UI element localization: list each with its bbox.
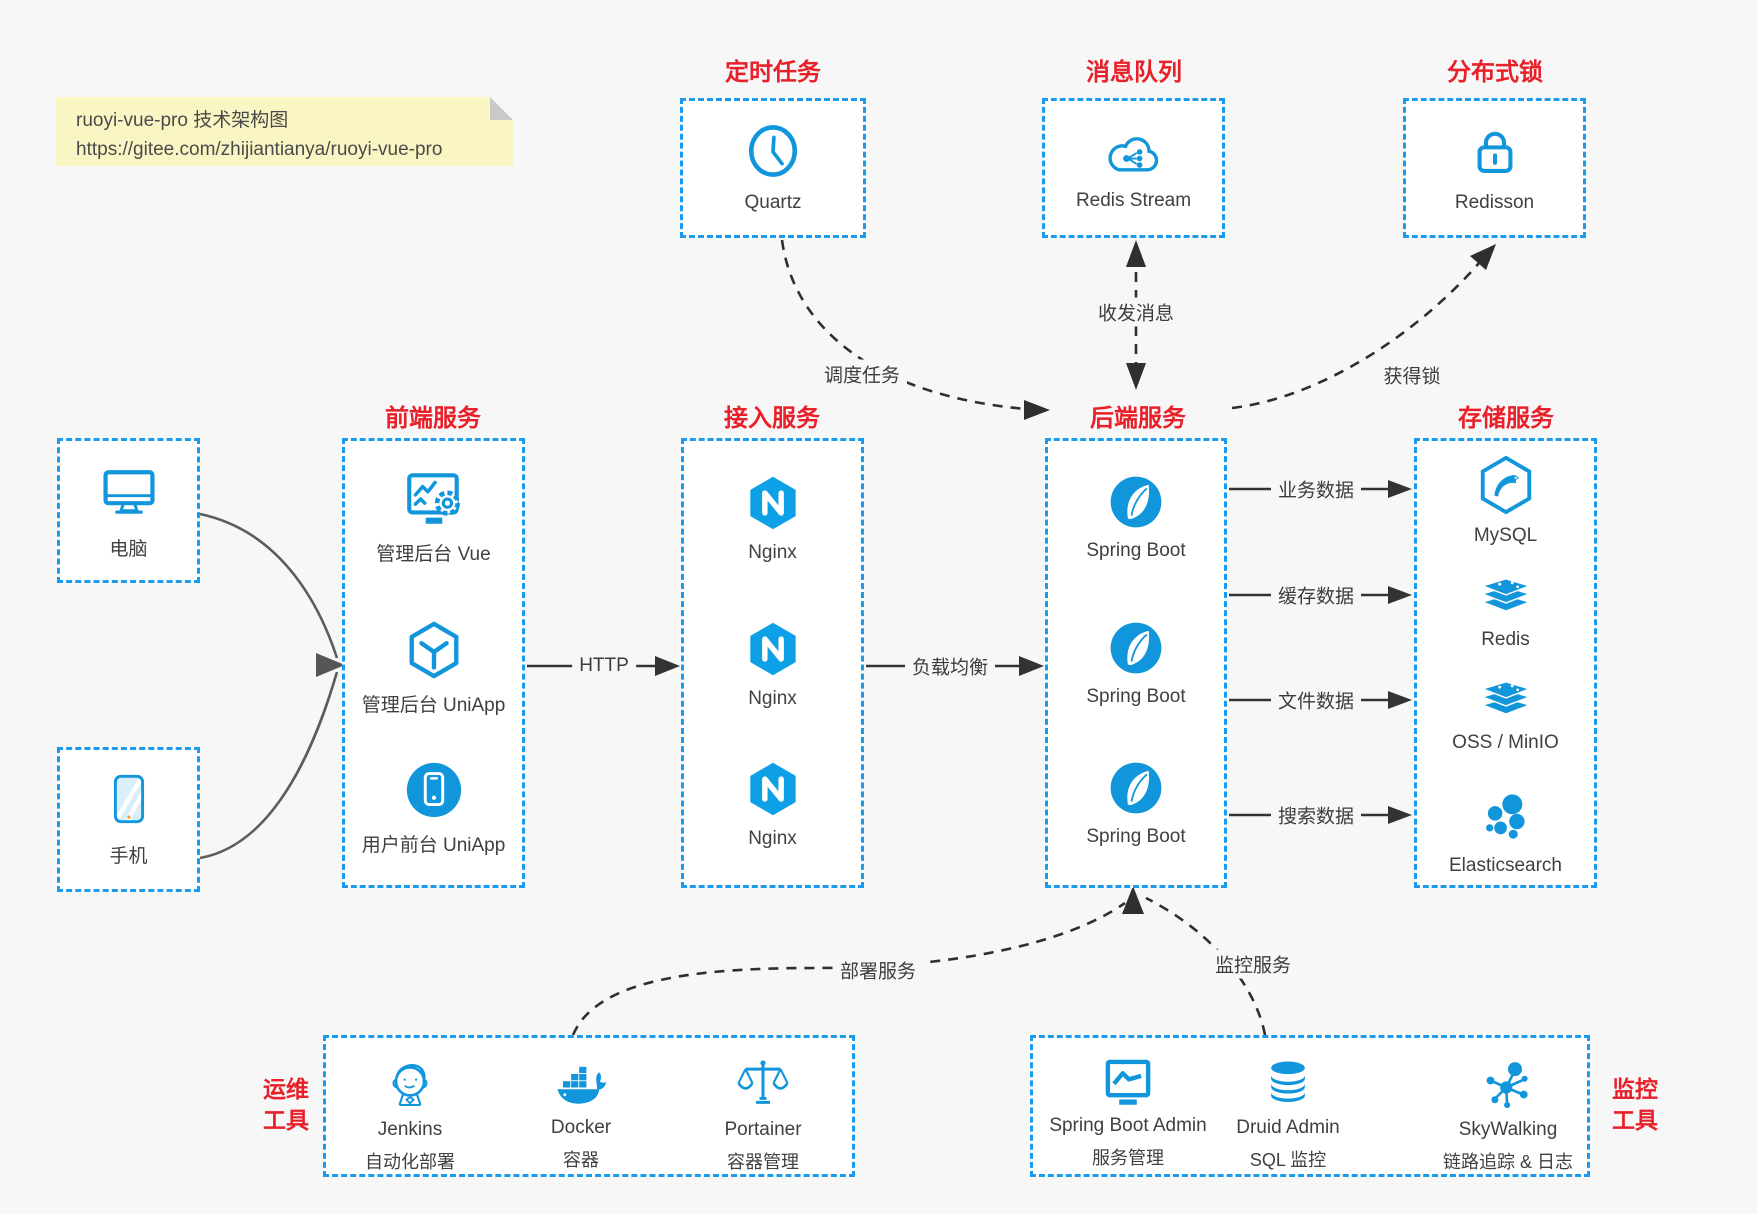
box-ops-tools: Jenkins 自动化部署 Docker 容器 [323,1035,855,1177]
note-link: https://gitee.com/zhijiantianya/ruoyi-vu… [76,138,443,160]
service-item-nginx-1: Nginx [684,473,861,564]
box-desktop-client: 电脑 [57,438,200,583]
box-monitor-tools: Spring Boot Admin 服务管理 Druid Admin SQL 监… [1030,1035,1590,1177]
edge-label-lock: 获得锁 [1376,360,1448,390]
edge-label-message: 收发消息 [1090,297,1182,327]
service-item-user-uniapp: 用户前台 UniApp [345,759,522,857]
edge-label-deploy: 部署服务 [832,955,924,985]
tool-item-druid: Druid Admin SQL 监控 [1213,1056,1363,1172]
elasticsearch-icon [1485,794,1525,839]
edge-phone-to-frontend [199,671,339,860]
box-redisson: Redisson [1403,98,1586,238]
spring-boot-icon [1110,476,1162,528]
note-title: ruoyi-vue-pro 技术架构图 [76,110,289,131]
title-gateway-services: 接入服务 [724,405,820,432]
edge-label-cache-data: 缓存数据 [1270,580,1362,610]
cube-icon [409,621,458,679]
clock-icon [748,125,798,177]
title-backend-services: 后端服务 [1090,405,1186,432]
phone-icon [113,774,144,824]
portainer-icon [737,1060,789,1104]
arrowhead-backend-bottom [1122,886,1144,914]
cloud-message-icon [1107,137,1158,172]
box-backend-services: Spring Boot Spring Boot Spring Boot [1045,438,1227,888]
service-item-springboot-2: Spring Boot [1048,619,1224,708]
admin-vue-icon [406,473,460,524]
storage-stack-icon [1479,681,1532,715]
box-frontend-services: 管理后台 Vue 管理后台 UniApp 用户前台 UniApp [342,438,525,888]
spring-boot-admin-icon [1105,1059,1151,1105]
docker-icon [557,1066,607,1104]
label-redisson: Redisson [1454,192,1535,213]
spring-boot-icon [1110,762,1162,814]
box-phone-client: 手机 [57,747,200,892]
spring-boot-icon [1110,622,1162,674]
mysql-icon [1480,455,1531,515]
box-gateway-services: Nginx Nginx Nginx [681,438,864,888]
title-message-queue: 消息队列 [1086,59,1182,86]
box-quartz: Quartz [680,98,866,238]
title-distributed-lock: 分布式锁 [1447,59,1543,86]
title-monitor-tools: 监控 工具 [1612,1076,1658,1134]
skywalking-icon [1486,1062,1528,1109]
edge-get-lock [1231,255,1486,410]
edge-label-search-data: 搜索数据 [1270,800,1362,830]
nginx-icon [749,476,796,530]
edge-label-monitor: 监控服务 [1207,949,1299,979]
label-desktop: 电脑 [109,539,148,560]
tool-item-docker: Docker 容器 [506,1056,656,1172]
edge-desktop-to-frontend [199,512,339,659]
jenkins-icon [392,1064,428,1107]
tool-item-skywalking: SkyWalking 链路追踪 & 日志 [1413,1056,1603,1174]
label-quartz: Quartz [744,192,802,213]
arrowhead-frontend [316,653,345,677]
edge-label-http: HTTP [572,654,636,678]
service-item-nginx-2: Nginx [684,619,861,710]
nginx-icon [749,622,796,676]
arrowhead-load-balance [1019,656,1044,676]
druid-icon [1271,1061,1305,1102]
service-item-admin-vue: 管理后台 Vue [345,468,522,566]
label-redis-stream: Redis Stream [1075,190,1192,211]
edge-deploy-service [571,901,1126,1036]
tool-item-portainer: Portainer 容器管理 [688,1056,838,1174]
title-storage-services: 存储服务 [1458,405,1554,432]
sticky-note: ruoyi-vue-pro 技术架构图 https://gitee.com/zh… [56,97,513,166]
tool-item-jenkins: Jenkins 自动化部署 [335,1056,485,1174]
desktop-icon [102,470,155,514]
service-item-elasticsearch: Elasticsearch [1417,788,1594,877]
service-item-springboot-1: Spring Boot [1048,473,1224,562]
tool-item-spring-boot-admin: Spring Boot Admin 服务管理 [1033,1056,1223,1170]
redis-stack-icon [1479,578,1532,612]
arrowhead-http [655,656,680,676]
title-ops-tools: 运维 工具 [263,1076,309,1134]
title-frontend-services: 前端服务 [385,405,481,432]
label-phone: 手机 [109,846,148,867]
mobile-app-icon [406,762,461,818]
edge-label-load-balance: 负载均衡 [904,651,996,681]
box-storage-services: MySQL Redis OSS / Mi [1414,438,1597,888]
edge-label-business-data: 业务数据 [1270,474,1362,504]
lock-icon [1477,131,1512,173]
service-item-nginx-3: Nginx [684,759,861,850]
service-item-springboot-3: Spring Boot [1048,759,1224,848]
service-item-admin-uniapp: 管理后台 UniApp [345,619,522,717]
edge-label-file-data: 文件数据 [1270,685,1362,715]
nginx-icon [749,762,796,816]
service-item-redis: Redis [1417,568,1594,651]
service-item-mysql: MySQL [1417,454,1594,547]
box-redis-stream: Redis Stream [1042,98,1225,238]
service-item-oss-minio: OSS / MinIO [1417,671,1594,754]
edge-label-schedule: 调度任务 [816,359,908,389]
note-fold-corner [490,97,513,120]
title-scheduled-task: 定时任务 [725,59,821,86]
